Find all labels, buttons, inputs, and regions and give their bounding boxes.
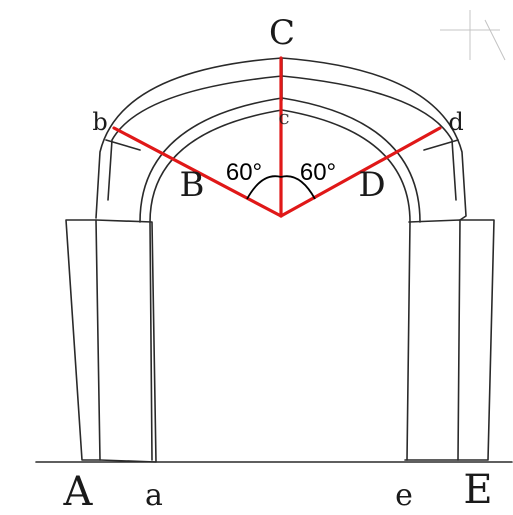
red-line-left: [112, 126, 283, 218]
label-e: e: [395, 478, 413, 513]
left-pier-inner: [95, 219, 157, 463]
label-d: d: [448, 108, 463, 136]
label-c: c: [278, 105, 289, 129]
label-C: C: [269, 13, 295, 53]
label-E: E: [463, 467, 492, 513]
angle-arc-left: [246, 175, 282, 200]
left-pier-outer: [65, 219, 101, 461]
angle-label-left: 60°: [226, 159, 262, 186]
background-sketch: [440, 10, 506, 61]
joint-right: [423, 139, 459, 151]
label-a: a: [145, 478, 163, 513]
label-b: b: [92, 108, 107, 136]
angle-label-right: 60°: [300, 159, 336, 186]
label-B: B: [180, 165, 205, 205]
label-D: D: [358, 165, 385, 205]
red-line-right: [279, 126, 442, 218]
right-pier-inner: [404, 219, 461, 461]
angle-arc-right: [280, 175, 316, 200]
right-pier-outer: [457, 219, 495, 461]
joint-left: [105, 139, 141, 151]
label-A: A: [63, 469, 94, 515]
